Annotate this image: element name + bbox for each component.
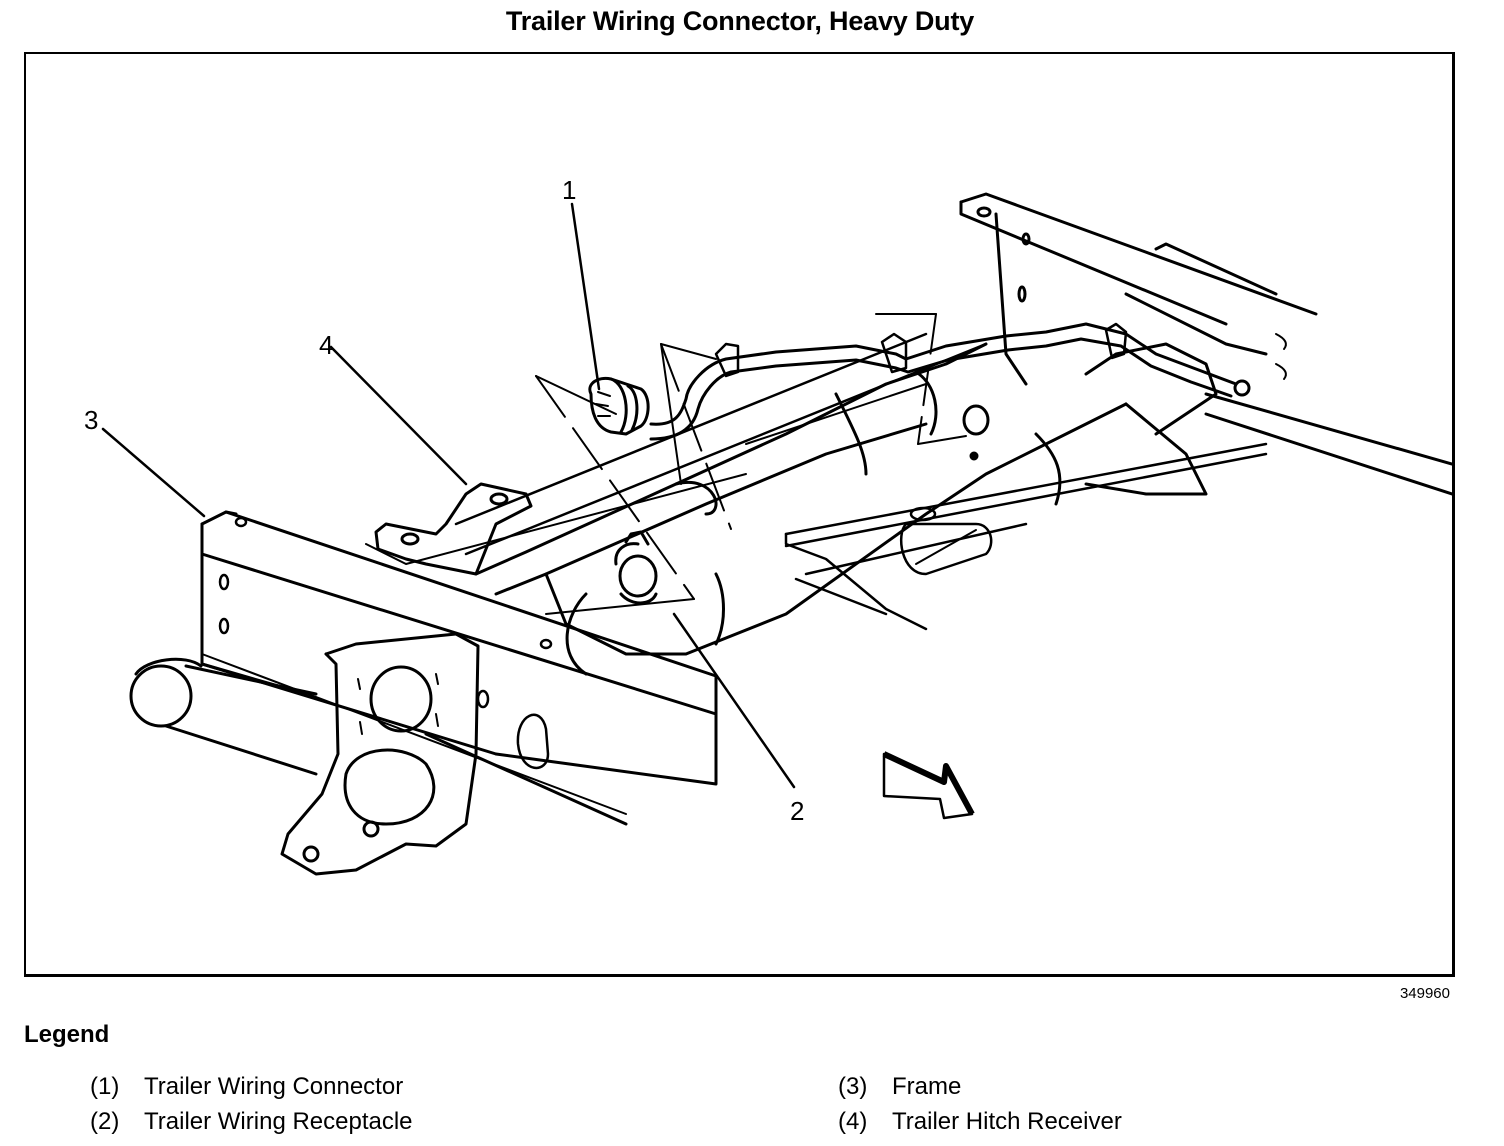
- tow-hook-bracket: [280, 632, 480, 876]
- leader-line-1: [570, 202, 601, 391]
- legend-item-text: Trailer Hitch Receiver: [892, 1108, 1122, 1135]
- legend-item: (3) Frame: [838, 1073, 961, 1101]
- legend-item-text: Frame: [892, 1073, 962, 1100]
- legend-item-text: Trailer Wiring Receptacle: [144, 1108, 413, 1135]
- chassis-illustration: 1 4 3 2: [84, 175, 1452, 876]
- legend-title: Legend: [24, 1021, 110, 1048]
- legend-item: (2) Trailer Wiring Receptacle: [90, 1108, 413, 1136]
- legend-item-text: Trailer Wiring Connector: [144, 1073, 404, 1100]
- callout-3: 3: [84, 405, 98, 435]
- illustration-frame: 1 4 3 2: [24, 52, 1455, 977]
- wiring-harness: [649, 322, 1251, 441]
- front-direction-arrow-icon: [882, 751, 975, 820]
- side-rail: [959, 192, 1452, 496]
- leader-lines: [101, 202, 796, 789]
- callout-2: 2: [790, 796, 804, 826]
- figure-number: 349960: [1399, 985, 1450, 1002]
- spring-eye: [129, 657, 318, 776]
- legend-item: (4) Trailer Hitch Receiver: [838, 1108, 1122, 1136]
- trailer-wiring-receptacle: [614, 530, 658, 605]
- frame-holes: [218, 516, 553, 770]
- cross-tube: [454, 332, 1268, 631]
- legend-item-number: (1): [90, 1073, 120, 1100]
- legend-item-number: (3): [838, 1073, 868, 1100]
- leader-line-2: [672, 612, 796, 789]
- hitch-receiver-bracket: [365, 383, 927, 576]
- legend-item: (1) Trailer Wiring Connector: [90, 1073, 403, 1101]
- section-view-lines: [535, 313, 967, 615]
- legend-item-number: (2): [90, 1108, 120, 1135]
- legend-item-number: (4): [838, 1108, 868, 1135]
- callout-4: 4: [319, 330, 333, 360]
- leader-line-3: [101, 427, 206, 518]
- frame-crossmember: [200, 510, 718, 826]
- diagram-title: Trailer Wiring Connector, Heavy Duty: [505, 6, 975, 36]
- receiver-tube: [474, 342, 1218, 676]
- leader-line-4: [329, 345, 468, 486]
- callout-1: 1: [562, 175, 576, 205]
